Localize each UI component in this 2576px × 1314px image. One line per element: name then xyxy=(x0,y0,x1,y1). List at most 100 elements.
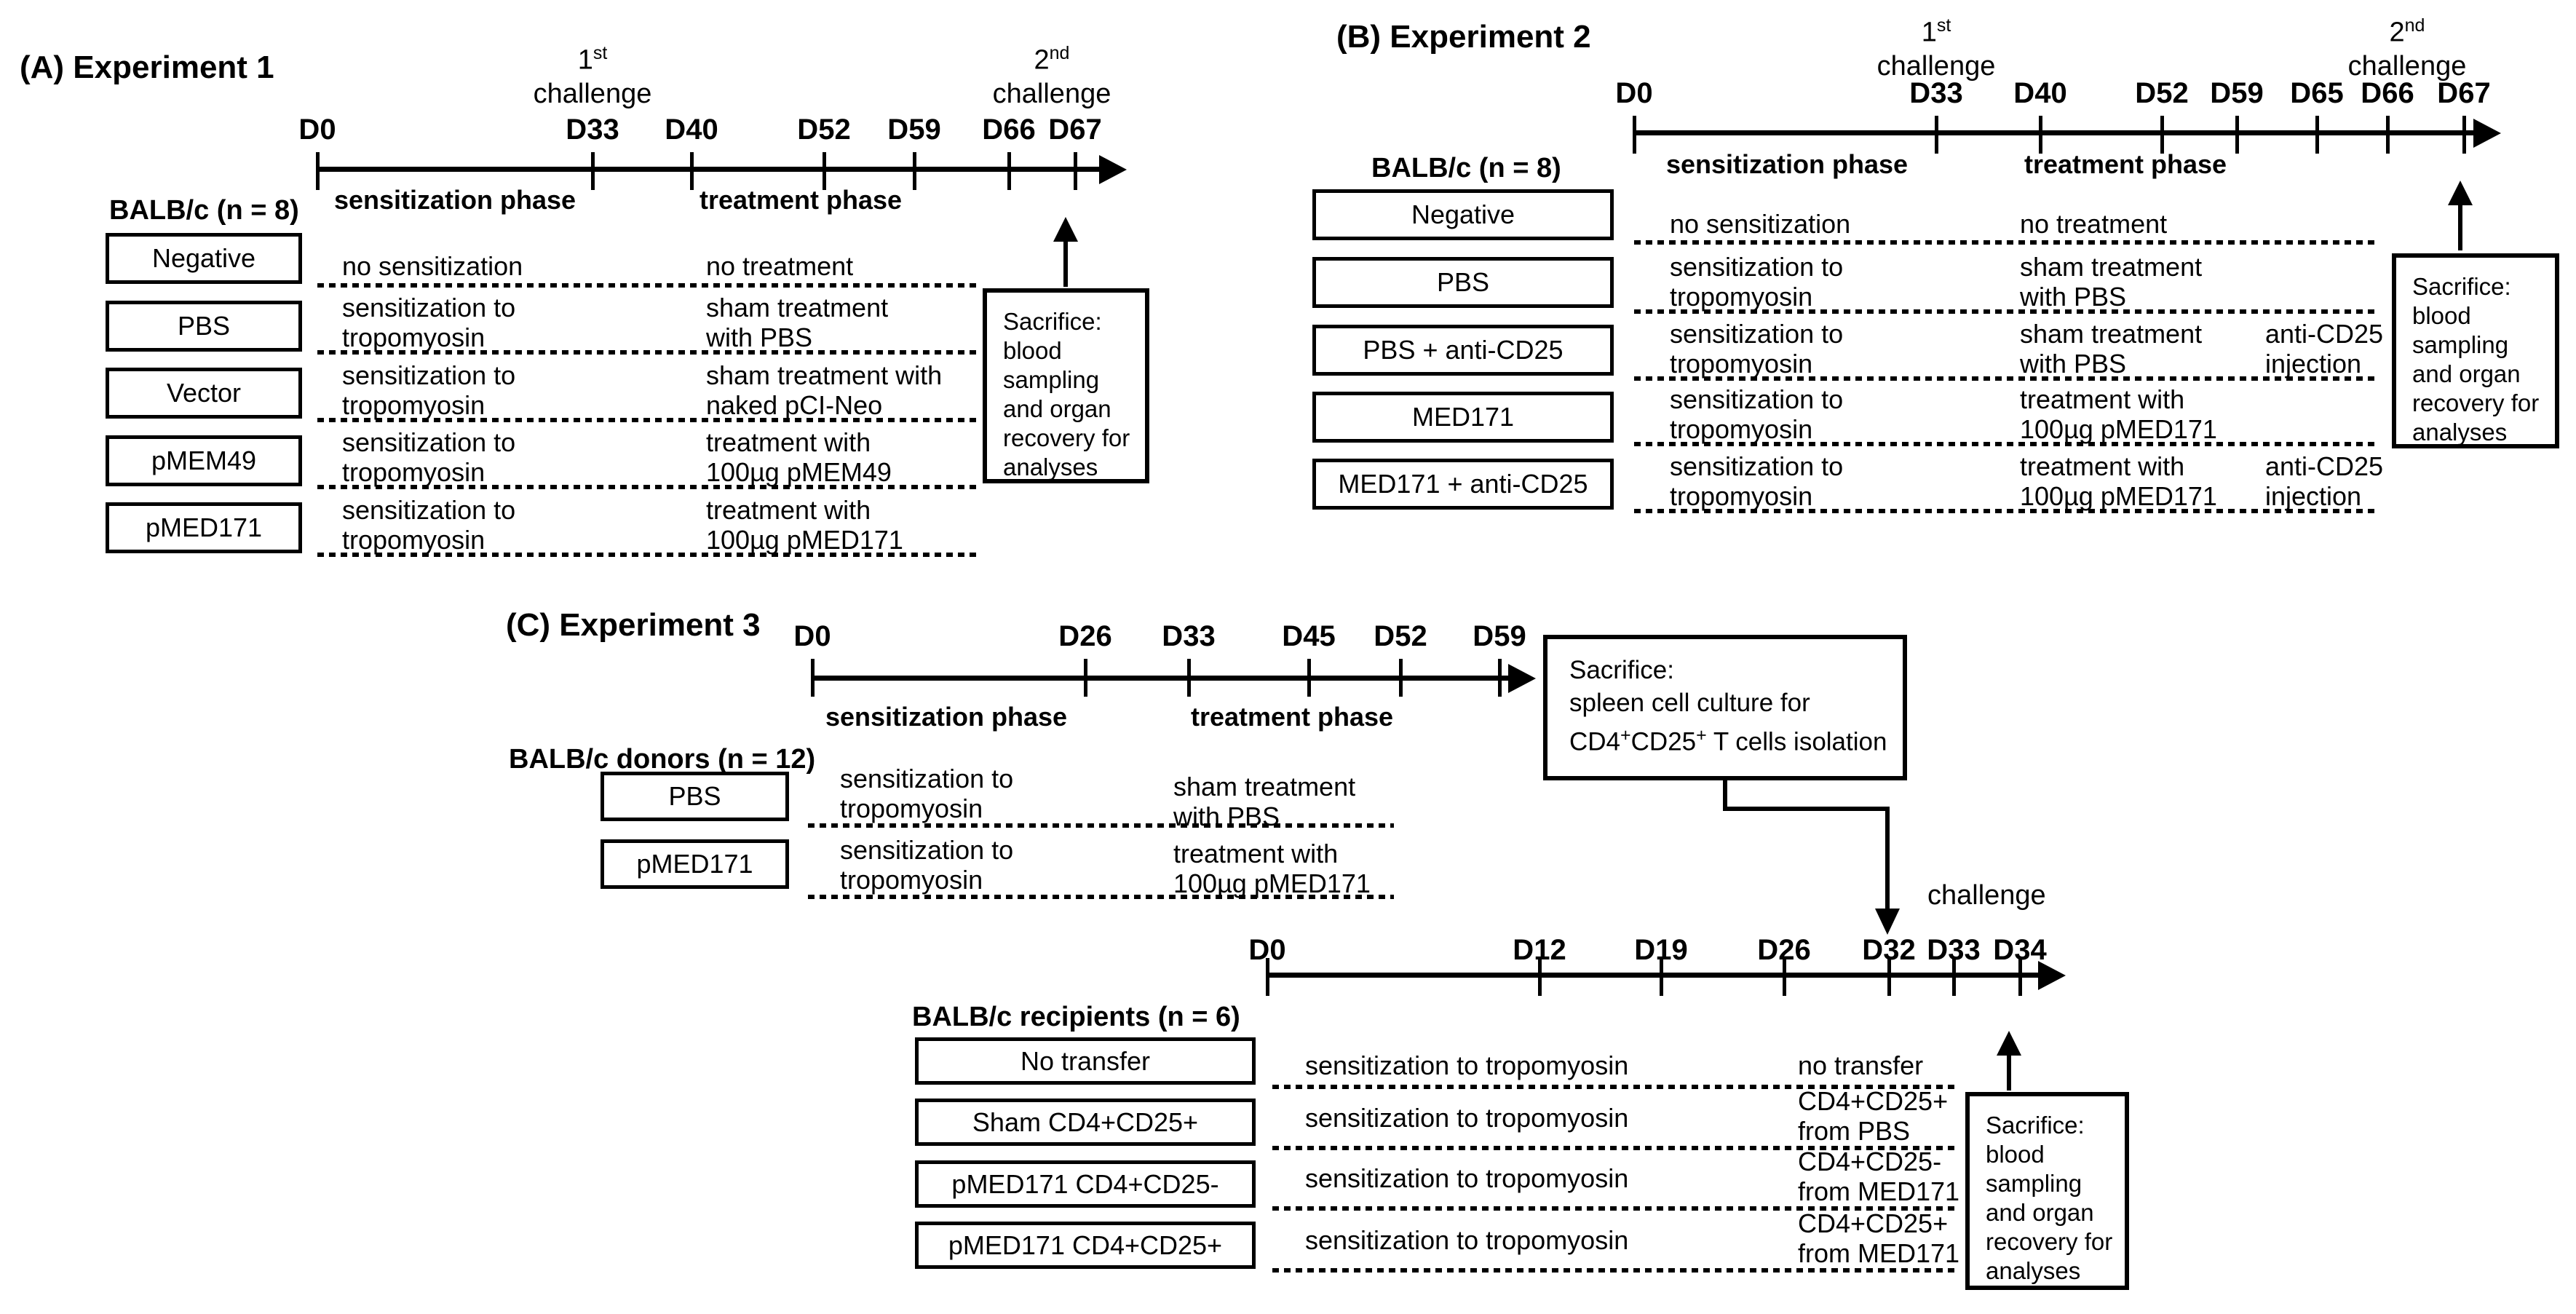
group-box-negative: Negative xyxy=(106,233,302,284)
tick xyxy=(1935,116,1938,154)
donors-cohort-label: BALB/c donors (n = 12) xyxy=(509,744,816,775)
tick xyxy=(2018,958,2022,996)
group-box-vector: Vector xyxy=(106,368,302,419)
tick xyxy=(591,152,595,190)
tick xyxy=(1498,659,1502,697)
tick-label: D66 xyxy=(982,114,1036,146)
tick xyxy=(1660,958,1663,996)
elbow-connector-segment xyxy=(1723,779,1727,811)
dotted-separator xyxy=(1634,442,2378,446)
tick-label: D67 xyxy=(2437,77,2491,109)
tick-label: D26 xyxy=(1757,934,1811,966)
group-box-pbs: PBS xyxy=(106,301,302,352)
tick-label: D65 xyxy=(2290,77,2344,109)
tick-label: D52 xyxy=(797,114,851,146)
recipient-group-box-no-transfer: No transfer xyxy=(915,1037,1256,1085)
dotted-separator xyxy=(1272,1268,1959,1273)
group-box-pmed171: pMED171 xyxy=(106,502,302,553)
group-label: PBS xyxy=(177,311,231,341)
tick xyxy=(316,152,320,190)
dotted-separator xyxy=(1634,309,2378,314)
group-label: PBS + anti-CD25 xyxy=(1363,335,1564,365)
group-label: PBS xyxy=(1436,267,1490,297)
row-sensitization-text: sensitization to tropomyosin xyxy=(1305,1050,1629,1080)
group-label: MED171 + anti-CD25 xyxy=(1338,469,1588,499)
panel-b-timeline-axis xyxy=(1634,130,2475,135)
tick-label: D52 xyxy=(2135,77,2189,109)
tick-label: D33 xyxy=(1927,934,1981,966)
dotted-separator xyxy=(1634,509,2378,513)
tick xyxy=(1633,116,1636,154)
group-label: No transfer xyxy=(1020,1045,1151,1076)
dotted-separator xyxy=(808,823,1394,828)
up-arrow-head xyxy=(1997,1031,2021,1056)
challenge-ordinal-suffix: nd xyxy=(1049,43,1070,63)
challenge-number: 2 xyxy=(1034,44,1050,76)
dotted-separator xyxy=(317,418,979,422)
elbow-connector-segment xyxy=(1723,807,1890,811)
tick-label: D59 xyxy=(1473,620,1526,652)
challenge-word: challenge xyxy=(533,78,652,109)
tick-label: D59 xyxy=(2210,77,2264,109)
panel-a-timeline-arrowhead xyxy=(1099,155,1127,184)
tick xyxy=(690,152,694,190)
tick xyxy=(2462,116,2466,154)
tick xyxy=(1187,659,1191,697)
panel-a-cohort-label: BALB/c (n = 8) xyxy=(109,195,299,226)
challenge-ordinal-suffix: nd xyxy=(2404,15,2425,36)
donors-treatment-phase-label: treatment phase xyxy=(1190,702,1394,732)
challenge-number: 1 xyxy=(1921,17,1937,48)
tick xyxy=(1399,659,1403,697)
tick xyxy=(2235,116,2239,154)
down-arrow-head xyxy=(1875,909,1900,935)
group-box-med171: MED171 xyxy=(1312,392,1614,443)
tick xyxy=(823,152,826,190)
tick xyxy=(2039,116,2042,154)
tick-label: D34 xyxy=(1993,934,2047,966)
dotted-separator xyxy=(808,895,1394,899)
tick-label: D0 xyxy=(298,114,336,146)
tick xyxy=(1307,659,1311,697)
row-treatment-text: no treatment xyxy=(2020,209,2168,239)
group-label: Vector xyxy=(166,378,242,408)
row-treatment-text: no treatment xyxy=(706,251,854,281)
tick xyxy=(1783,958,1786,996)
dotted-separator xyxy=(317,485,979,489)
panel-a-second-challenge-label: 2nd challenge xyxy=(993,36,1111,111)
dotted-separator xyxy=(317,350,979,355)
challenge-word: challenge xyxy=(992,78,1111,109)
up-arrow-head xyxy=(1053,217,1078,242)
recipients-cohort-label: BALB/c recipients (n = 6) xyxy=(912,1002,1240,1032)
group-label: pMEM49 xyxy=(151,446,257,475)
row-transfer-text: CD4+CD25-from MED171 xyxy=(1798,1147,1960,1206)
dotted-separator xyxy=(317,283,979,288)
recipient-group-box-pmed171-cd25neg: pMED171 CD4+CD25- xyxy=(915,1160,1256,1208)
tick xyxy=(2315,116,2319,154)
group-box-pmem49: pMEM49 xyxy=(106,435,302,486)
group-box-pbs: PBS xyxy=(1312,257,1614,308)
row-sensitization-text: sensitization to tropomyosin xyxy=(1305,1225,1629,1255)
tick-label: D52 xyxy=(1374,620,1427,652)
challenge-number: 2 xyxy=(2389,17,2405,48)
row-transfer-text: CD4+CD25+from PBS xyxy=(1798,1086,1949,1146)
dotted-separator xyxy=(1272,1206,1959,1211)
dotted-separator xyxy=(1634,240,2378,245)
panel-a-timeline-axis xyxy=(317,167,1102,172)
recipients-timeline-arrowhead xyxy=(2038,961,2066,990)
group-label: pMED171 CD4+CD25- xyxy=(951,1168,1219,1199)
tick-label: D40 xyxy=(2013,77,2067,109)
recipient-group-box-pmed171-cd25pos: pMED171 CD4+CD25+ xyxy=(915,1222,1256,1269)
tick-label: D12 xyxy=(1513,934,1566,966)
up-arrow-line xyxy=(2458,204,2462,250)
up-arrow-line xyxy=(1063,240,1068,287)
group-label: Sham CD4+CD25+ xyxy=(972,1107,1199,1137)
